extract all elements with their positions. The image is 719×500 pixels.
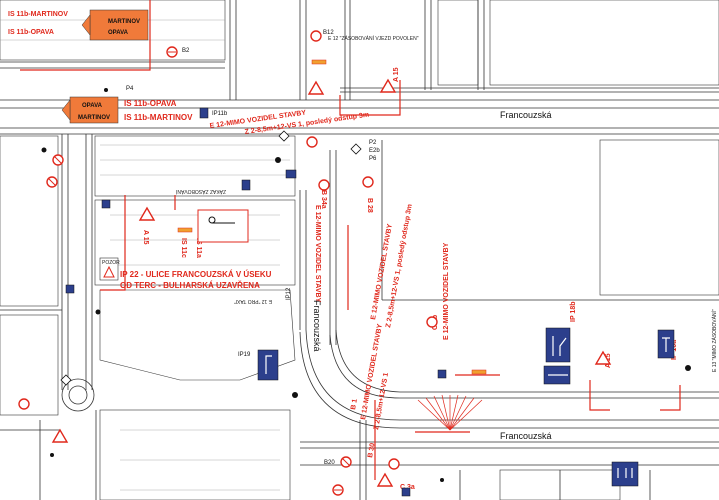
barriers [177,59,487,375]
label-c3a: C 3a [400,484,415,491]
label-zakaz-zasob: ZÁKAZ ZÁSOBOVÁNÍ [175,188,226,195]
warning-triangle-icon [376,472,394,487]
pozor-sign: POZOR [99,257,120,281]
sign-bars [47,51,351,491]
priority-road-icon [60,374,72,386]
no-vehicles-sign-icon [18,398,30,410]
direction-sign-mid-line2: MARTINOV [78,115,110,121]
label-ip19: IP19 [238,352,251,358]
label-p2: P2 [369,140,377,146]
label-b2: B2 [182,48,190,54]
label-p6: P6 [369,156,377,162]
parking-sign-icon [257,349,279,381]
label-is11b-opava: IS 11b-OPAVA [124,99,177,108]
info-sign-icon [199,107,209,119]
label-b34a: B 34a [320,190,327,209]
priority-road-icon [278,130,290,142]
label-is11b-opava-top: IS 11b-OPAVA [8,29,54,36]
label-is11b-martinov-top: IS 11b-MARTINOV [8,11,68,18]
direction-sign-top-line1: MARTINOV [108,19,140,25]
direction-sign-mid-line1: OPAVA [82,103,103,109]
no-parking-sign-icon [362,176,374,188]
label-e12-taxi: E 12 "PRO TAXI" [234,298,272,304]
label-z2-lower: Z 2-8,5m+12-VS 1, posledý odstup 3m [385,204,414,329]
pozor-label: POZOR [102,260,120,266]
street-label-vertical: Francouzská [312,300,322,352]
direction-sign-top: MARTINOV OPAVA [81,9,149,41]
warning-triangle-icon [138,206,156,221]
priority-road-icon [350,143,362,155]
label-e12-zasob-vjezd: E 12 "ZÁSOBOVÁNÍ VJEZD POVOLEN" [328,35,419,42]
warning-triangle-icon [594,350,612,365]
label-e13-zasob: E 13 "MIMO ZÁSOBOVÁNÍ" [711,309,718,372]
info-sign-icons [65,107,675,497]
small-sign-markers [41,88,691,482]
info-sign-icon [101,199,111,209]
direction-sign-top-line2: OPAVA [108,30,129,36]
label-is11b-martinov: IS 11b-MARTINOV [124,113,193,122]
label-is11a: IS 11a [195,238,202,258]
construction-fan [417,394,483,431]
label-ip18b: IP 18b [570,302,577,323]
label-e12-c3b: E 12-MIMO VOZIDEL STAVBY [443,242,450,340]
no-entry-sign-icon [426,316,438,328]
label-z2-b1: Z 2-8,5m+12-VS 1 [373,372,390,430]
no-stopping-sign-icon [318,179,330,191]
info-sign-icon [65,284,75,294]
label-b28: B 28 [366,198,373,213]
label-b20: B20 [324,460,335,466]
construction-boundary [20,0,681,480]
direction-sign-mid: OPAVA MARTINOV [61,96,119,124]
is11c-board [197,209,249,243]
info-sign-icon [437,369,447,379]
street-label-bottom: Francouzská [500,431,552,441]
yield-triangle-icon [307,80,325,95]
priority-road-sign-icons [60,130,362,386]
info-sign-icon [285,169,297,179]
warning-triangle-icon [379,78,397,93]
label-e2b: E2b [369,148,380,154]
hatch-texture [0,19,290,491]
info-sign-icon [401,487,411,497]
lane-arrow-sign-icon [545,327,571,363]
street-label-top: Francouzská [500,110,552,120]
label-a15-topright: A 15 [393,67,400,82]
label-b30: B 30 [367,442,376,458]
label-a15-left: A 15 [142,230,149,245]
label-ip10a: IP 10a [671,340,678,360]
warning-sign-icons [51,78,612,487]
label-e12-mid: E 12-MIMO VOZIDEL STAVBY [314,205,321,303]
label-ip22-line1: IP 22 - ULICE FRANCOUZSKÁ V ÚSEKU [120,270,272,279]
speed-limit-sign-icon [388,458,400,470]
label-is11c: IS 11c [180,238,187,258]
info-sign-glyphs [265,336,670,478]
info-sign-icon [241,179,251,191]
label-ip12: IP12 [286,287,292,300]
no-vehicles-sign-icon [310,30,322,42]
no-vehicles-sign-icon [306,136,318,148]
warning-triangle-icon [51,428,69,443]
label-p4: P4 [126,86,134,92]
prohibition-sign-icons [18,30,438,496]
lane-sign-icon [611,461,639,487]
label-b12: B12 [323,30,334,36]
label-ip22-line2: OD TERC - BULHARSKÁ UZAVŘENA [120,281,260,290]
label-ip11b: IP11b [212,111,228,117]
label-b1: B 1 [350,398,359,410]
